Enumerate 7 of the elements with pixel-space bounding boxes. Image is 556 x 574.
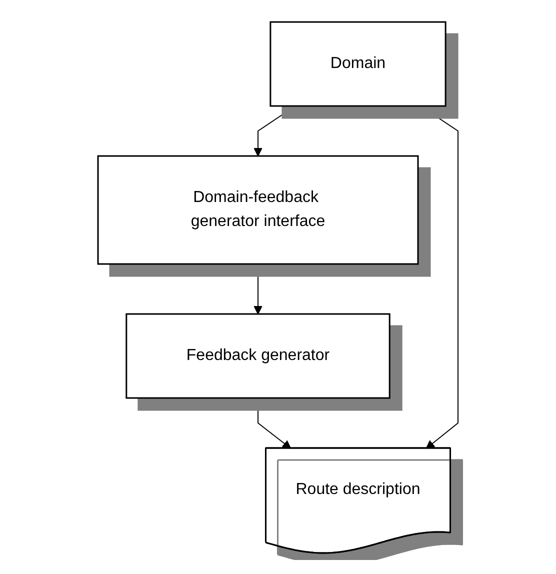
arrow [258,397,292,448]
node-box: Domain [270,20,446,106]
arrow [420,105,458,448]
arrow [254,105,296,156]
arrow [254,263,262,314]
node-box: Feedback generator [126,312,390,398]
node-box: Domain-feedback generator interface [97,154,419,264]
